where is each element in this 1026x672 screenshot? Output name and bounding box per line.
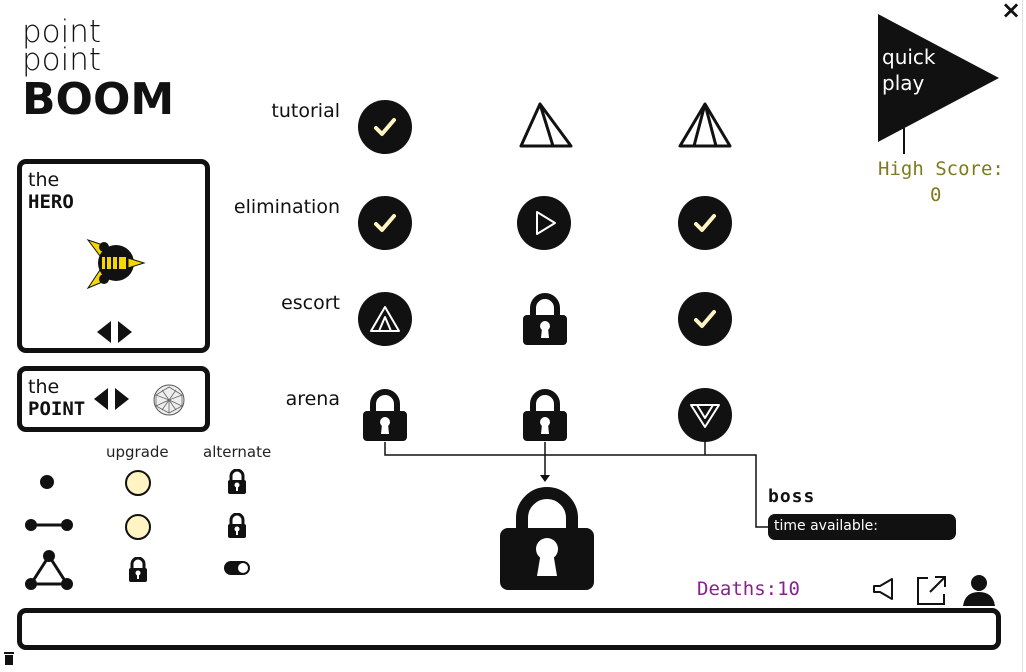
upgrade-slot-1[interactable] [125,470,151,496]
game-logo: point point BOOM [22,14,175,125]
alternate-lock-icon-1 [228,469,246,494]
point-panel-name: POINT [28,398,86,420]
hero-next-button[interactable] [118,321,132,343]
profile-icon[interactable] [961,574,997,606]
level-tutorial-1-completed-icon[interactable] [358,100,412,154]
sound-icon[interactable] [872,576,896,602]
upgrade-column-header: upgrade [106,443,169,461]
level-arena-3-available-icon[interactable] [678,388,732,442]
boss-time-available-box: time available: [768,514,956,540]
point-sphere-icon [153,384,185,416]
level-row-label-arena: arena [285,388,340,410]
close-button[interactable]: × [1001,0,1022,24]
point-panel-the: the [28,376,60,398]
hero-prev-button[interactable] [97,321,111,343]
upgrade-tier-1-icon [40,475,54,489]
quick-play-line-1: quick [882,45,936,69]
level-arena-2-locked-icon [523,389,567,441]
upgrade-lock-icon-3 [129,557,147,582]
level-row-label-escort: escort [281,292,340,314]
point-next-button[interactable] [115,388,129,410]
upgrade-tier-2-icon [25,519,73,531]
hero-panel: the HERO [17,159,210,353]
alternate-lock-icon-2 [228,513,246,538]
logo-line-2: point [22,42,102,78]
point-panel: the POINT [17,366,210,432]
right-edge-divider [1022,0,1023,672]
level-tutorial-3-available-icon[interactable] [676,100,734,150]
point-prev-button[interactable] [94,388,108,410]
level-tutorial-2-available-icon[interactable] [517,100,575,150]
level-row-label-elimination: elimination [233,196,340,218]
hero-ship-icon [86,239,146,290]
quick-play-stem [903,128,905,154]
level-elimination-2-play-icon[interactable] [517,196,571,250]
level-arena-1-locked-icon [363,389,407,441]
boss-time-available-label: time available: [774,518,878,534]
high-score-value: 0 [930,184,942,206]
upgrade-tier-3-icon [25,550,73,590]
boss-connector-lines [384,442,770,528]
logo-line-1: point [22,14,102,50]
quick-play-button[interactable] [878,14,999,142]
alternate-toggle[interactable] [224,561,250,575]
trash-icon[interactable] [3,651,15,665]
quick-play-line-2: play [882,71,925,95]
boss-label: boss [768,486,816,507]
high-score-label: High Score: [878,158,1004,180]
boss-locked-icon [500,487,594,590]
level-escort-2-locked-icon [523,293,567,345]
quick-play-label: quick play [882,44,936,96]
logo-line-3: BOOM [22,74,175,125]
upgrade-slot-2[interactable] [125,514,151,540]
alternate-column-header: alternate [203,443,272,461]
level-elimination-1-completed-icon[interactable] [358,196,412,250]
hero-panel-the: the [28,169,60,191]
level-elimination-3-completed-icon[interactable] [678,196,732,250]
message-bar [17,608,1001,650]
deaths-counter: Deaths:10 [697,578,800,600]
share-icon[interactable] [916,574,948,606]
level-escort-1-available-icon[interactable] [358,292,412,346]
level-row-label-tutorial: tutorial [271,100,340,122]
hero-panel-name: HERO [28,191,74,213]
level-escort-3-completed-icon[interactable] [678,292,732,346]
